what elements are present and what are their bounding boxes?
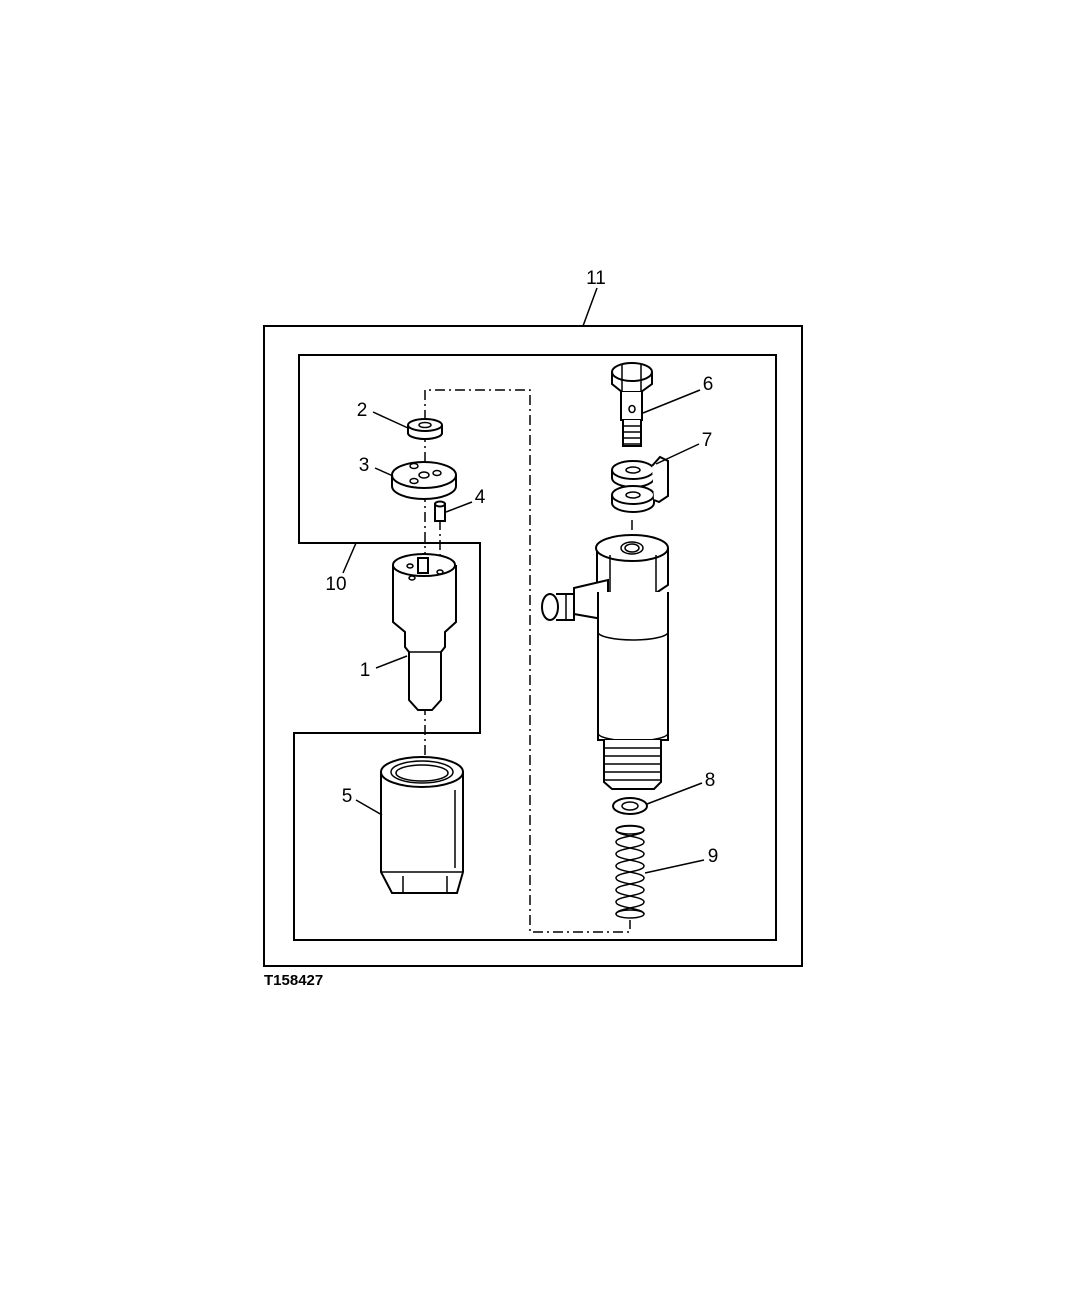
callout-2: 2 <box>357 400 368 421</box>
leader-5 <box>355 799 383 816</box>
leader-8 <box>646 782 703 805</box>
callout-4: 4 <box>475 487 486 508</box>
callout-10: 10 <box>325 574 346 595</box>
assembly-frame-inner <box>293 354 777 941</box>
part-4-dowel-pin <box>434 500 446 522</box>
leader-10 <box>342 542 357 574</box>
leader-6 <box>642 389 701 414</box>
callout-8: 8 <box>705 770 716 791</box>
callout-6: 6 <box>703 374 714 395</box>
callout-1: 1 <box>360 660 371 681</box>
leader-lines <box>342 287 705 874</box>
callout-5: 5 <box>342 786 353 807</box>
part-2-shim <box>407 418 443 440</box>
assembly-path-line <box>424 389 631 933</box>
part-7-washer-pair <box>611 455 669 513</box>
leader-2 <box>372 411 409 429</box>
leader-11 <box>582 287 598 327</box>
part-6-banjo-bolt <box>611 362 653 447</box>
leader-9 <box>644 859 705 874</box>
injector-body <box>541 534 669 790</box>
part-9-spring <box>615 824 645 919</box>
assembly-frame-outer <box>263 325 803 967</box>
leader-3 <box>374 467 394 477</box>
part-8-seal-washer <box>612 797 648 815</box>
leader-4 <box>445 501 473 513</box>
callout-9: 9 <box>708 846 719 867</box>
leader-7 <box>655 443 700 465</box>
callout-7: 7 <box>702 430 713 451</box>
part-3-intermediate-disk <box>391 461 457 500</box>
part-1-nozzle <box>392 553 457 711</box>
callout-3: 3 <box>359 455 370 476</box>
figure-id: T158427 <box>264 972 323 989</box>
callout-11: 11 <box>586 268 606 289</box>
leader-1 <box>375 655 408 669</box>
part-5-nozzle-nut <box>380 756 464 894</box>
